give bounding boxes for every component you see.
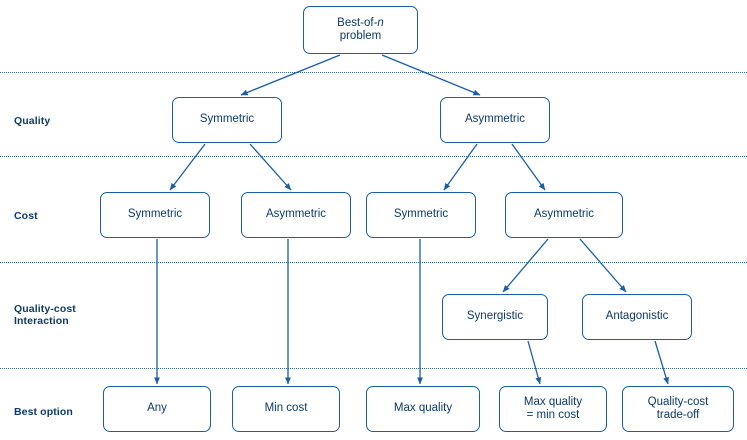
node-label: Antagonistic bbox=[605, 310, 669, 323]
edge-root-to-quality-asymmetric bbox=[381, 54, 481, 96]
row-label-cost: Cost bbox=[14, 210, 38, 222]
node-quality-asymmetric[interactable]: Asymmetric bbox=[440, 97, 550, 143]
node-cost-asymmetric-left[interactable]: Asymmetric bbox=[241, 192, 351, 238]
node-best-any[interactable]: Any bbox=[103, 386, 211, 432]
node-label: Any bbox=[147, 402, 167, 415]
node-label: Min cost bbox=[264, 402, 308, 415]
node-best-min-cost[interactable]: Min cost bbox=[232, 386, 340, 432]
row-label-best-option: Best option bbox=[14, 406, 73, 418]
node-label: Symmetric bbox=[393, 208, 449, 221]
node-quality-symmetric[interactable]: Symmetric bbox=[172, 97, 282, 143]
node-best-max-quality-min-cost[interactable]: Max quality = min cost bbox=[499, 386, 607, 432]
row-divider-1 bbox=[0, 72, 747, 73]
node-cost-symmetric-right[interactable]: Symmetric bbox=[366, 192, 476, 238]
row-divider-4 bbox=[0, 368, 747, 369]
node-best-max-quality[interactable]: Max quality bbox=[366, 386, 480, 432]
edge-quality-asymmetric-to-cost-asymmetric bbox=[511, 143, 546, 191]
node-label: Symmetric bbox=[127, 208, 183, 221]
row-divider-3 bbox=[0, 262, 747, 263]
edge-quality-asymmetric-to-cost-symmetric bbox=[443, 143, 478, 191]
node-label: Max quality = min cost bbox=[523, 395, 583, 422]
node-label: Best-of-n problem bbox=[337, 16, 384, 43]
edge-cost-asymmetric-right-to-antagonistic bbox=[579, 238, 627, 293]
node-root[interactable]: Best-of-n problem bbox=[303, 6, 418, 54]
row-label-quality-cost-interaction: Quality-cost Interaction bbox=[14, 303, 76, 327]
node-label: Quality-cost trade-off bbox=[647, 395, 709, 422]
node-label: Symmetric bbox=[199, 113, 255, 126]
node-label: Asymmetric bbox=[265, 208, 327, 221]
node-label: Max quality bbox=[393, 402, 453, 415]
node-best-trade-off[interactable]: Quality-cost trade-off bbox=[622, 386, 734, 432]
node-label: Asymmetric bbox=[464, 113, 526, 126]
edge-cost-asymmetric-right-to-synergistic bbox=[502, 238, 549, 293]
node-label: Asymmetric bbox=[533, 208, 595, 221]
edge-root-to-quality-symmetric bbox=[240, 54, 341, 96]
row-divider-2 bbox=[0, 156, 747, 157]
edge-antagonistic-to-trade-off bbox=[654, 340, 669, 385]
node-antagonistic[interactable]: Antagonistic bbox=[582, 294, 692, 340]
node-cost-asymmetric-right[interactable]: Asymmetric bbox=[505, 192, 623, 238]
edge-quality-symmetric-to-cost-symmetric bbox=[169, 143, 206, 191]
node-label: Synergistic bbox=[466, 310, 524, 323]
edge-synergistic-to-max-quality-min-cost bbox=[527, 340, 542, 385]
node-cost-symmetric-left[interactable]: Symmetric bbox=[100, 192, 210, 238]
row-label-quality: Quality bbox=[14, 115, 51, 127]
edge-quality-symmetric-to-cost-asymmetric bbox=[249, 143, 292, 191]
node-synergistic[interactable]: Synergistic bbox=[442, 294, 548, 340]
